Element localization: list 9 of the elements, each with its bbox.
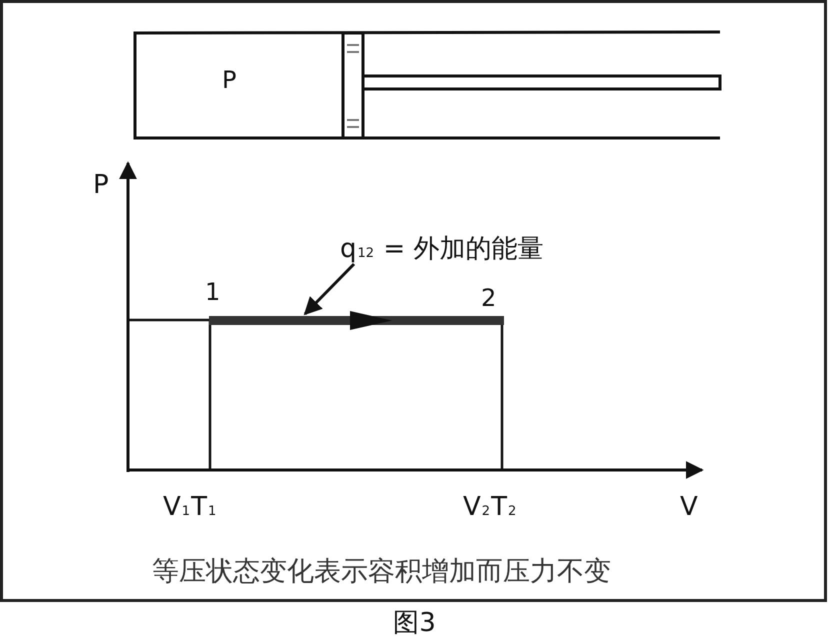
leader-arrow [304,262,356,316]
description-text: 等压状态变化表示容积增加而压力不变 [152,558,611,585]
piston-pressure-label: P [222,68,236,92]
axis-label: P [93,172,109,198]
figure-caption: 图3 [392,610,437,636]
process-line [209,311,504,330]
axis-label: V [680,494,698,520]
state-label: 2 [481,286,496,310]
state-label: 1 [205,280,220,304]
